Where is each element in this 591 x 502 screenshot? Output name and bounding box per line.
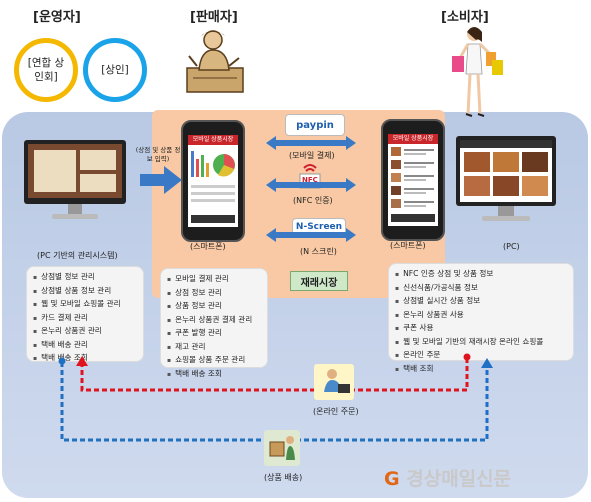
arrow-icon xyxy=(140,166,182,194)
nfc-double-arrow-icon xyxy=(266,178,356,192)
seller-phone-header: 모바일 상품시장 xyxy=(188,135,238,145)
consumer-phone-screen: 모바일 상품시장 xyxy=(388,134,438,226)
union-label: [연합 상인회] xyxy=(27,57,65,83)
list-item: 상점별 정보 관리 xyxy=(33,271,137,285)
seller-smartphone: 모바일 상품시장 xyxy=(181,120,245,242)
admin-pc-monitor xyxy=(24,140,126,224)
blue-start-dot xyxy=(58,357,66,365)
nscreen-caption: (N 스크린) xyxy=(300,247,337,256)
consumer-phone-list xyxy=(391,147,435,222)
paypin-double-arrow-icon xyxy=(266,136,356,150)
send-info-caption: (상점 및 상품 정보 입력) xyxy=(135,146,181,163)
seller-person-icon xyxy=(186,30,244,93)
consumer-feature-list: NFC 인증 상점 및 상품 정보신선식품/가공식품 정보상점별 실시간 상품 … xyxy=(388,263,574,373)
watermark-logo-icon: G xyxy=(384,468,400,490)
online-order-caption: (온라인 주문) xyxy=(313,407,359,416)
newspaper-watermark: G 경상매일신문 xyxy=(384,464,511,491)
list-item: 상품 정보 관리 xyxy=(167,300,261,314)
list-item: 온라인 주문 xyxy=(395,349,567,363)
list-item: 택배 배송 조회 xyxy=(33,352,137,366)
shopper-icon xyxy=(452,27,503,117)
nfc-auth-caption: (NFC 인증) xyxy=(293,196,333,205)
seller-phone-chart xyxy=(191,151,235,223)
list-item: 온누리 상품권 결제 관리 xyxy=(167,314,261,328)
merchant-circle: [상인] xyxy=(83,38,147,102)
right-phone-caption: (스마트폰) xyxy=(390,241,426,250)
list-item: 상점별 상품 정보 관리 xyxy=(33,285,137,299)
nscreen-double-arrow-icon xyxy=(266,228,356,242)
list-item: 쇼핑몰 상품 주문 관리 xyxy=(167,354,261,368)
list-item: 택배 배송 조회 xyxy=(167,368,261,382)
red-arrow-head xyxy=(76,356,88,366)
red-order-line xyxy=(80,358,469,392)
list-item: 신선식품/가공식품 정보 xyxy=(395,282,567,296)
seller-feature-list: 모바일 결제 관리상점 정보 관리상품 정보 관리온누리 상품권 결제 관리쿠폰… xyxy=(160,268,268,378)
list-item: NFC 인증 상점 및 상품 정보 xyxy=(395,268,567,282)
list-item: 웹 및 모바일 쇼핑몰 관리 xyxy=(33,298,137,312)
list-item: 상점별 실시간 상품 정보 xyxy=(395,295,567,309)
consumer-pc-screen xyxy=(460,140,552,202)
list-item: 택배 배송 관리 xyxy=(33,339,137,353)
blue-arrow-head xyxy=(481,358,493,368)
watermark-text: 경상매일신문 xyxy=(406,468,512,490)
operator-title: [운영자] xyxy=(33,10,81,25)
online-order-person-icon xyxy=(314,364,354,400)
consumer-phone-header: 모바일 상품시장 xyxy=(388,134,438,144)
list-item: 쿠폰 발행 관리 xyxy=(167,327,261,341)
list-item: 웹 및 모바일 기반의 재래시장 온라인 쇼핑몰 xyxy=(395,336,567,350)
union-circle: [연합 상인회] xyxy=(14,38,78,102)
list-item: 택배 조회 xyxy=(395,363,567,377)
consumer-smartphone: 모바일 상품시장 xyxy=(381,119,445,241)
list-item: 재고 관리 xyxy=(167,341,261,355)
consumer-pc-monitor xyxy=(456,136,556,228)
nfc-label: NFC xyxy=(302,176,318,184)
mobile-pay-caption: (모바일 결제) xyxy=(289,151,335,160)
seller-phone-screen: 모바일 상품시장 xyxy=(188,135,238,227)
pc-caption: (PC) xyxy=(503,242,520,251)
admin-screen xyxy=(28,144,122,198)
left-phone-caption: (스마트폰) xyxy=(190,242,226,251)
consumer-title: [소비자] xyxy=(441,10,489,25)
pc-admin-caption: (PC 기반의 관리시스템) xyxy=(37,251,118,260)
seller-title: [판매자] xyxy=(190,10,238,25)
delivery-caption: (상품 배송) xyxy=(264,473,303,482)
list-item: 카드 결제 관리 xyxy=(33,312,137,326)
admin-feature-list: 상점별 정보 관리상점별 상품 정보 관리웹 및 모바일 쇼핑몰 관리카드 결제… xyxy=(26,266,144,362)
list-item: 모바일 결제 관리 xyxy=(167,273,261,287)
list-item: 쿠폰 사용 xyxy=(395,322,567,336)
market-label: 재래시장 xyxy=(290,271,348,291)
merchant-label: [상인] xyxy=(101,64,129,76)
paypin-badge: paypin xyxy=(285,114,345,136)
list-item: 상점 정보 관리 xyxy=(167,287,261,301)
list-item: 온누리 상품권 관리 xyxy=(33,325,137,339)
red-start-dot xyxy=(463,353,471,361)
list-item: 온누리 상품권 사용 xyxy=(395,309,567,323)
delivery-icon xyxy=(264,430,300,466)
